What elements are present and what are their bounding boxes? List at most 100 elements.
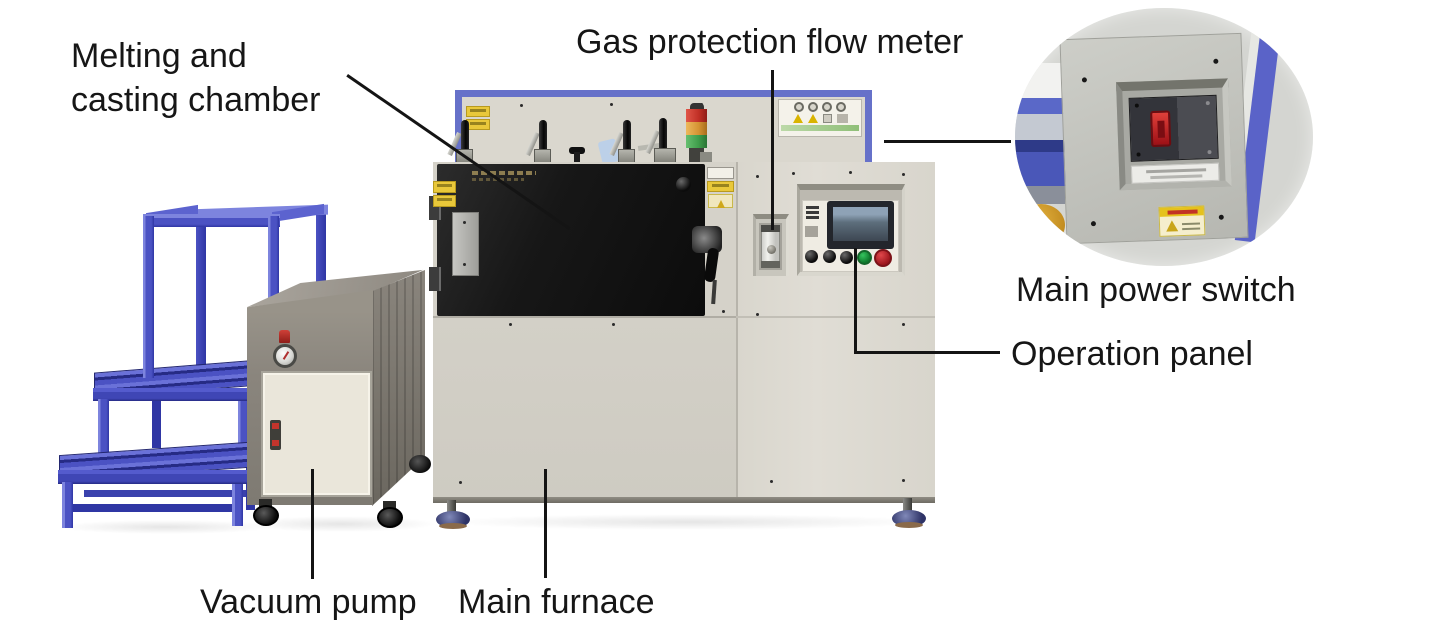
ladder-stretcher: [66, 504, 242, 512]
screw-dot: [520, 104, 523, 107]
selector-knob[interactable]: [805, 250, 818, 263]
blurred-machine-stripe: [1015, 186, 1065, 204]
clamp-handle: [539, 120, 547, 158]
power-rocker-switch[interactable]: [1150, 110, 1172, 148]
door-logo: [472, 171, 536, 175]
latch-stripe: [272, 440, 279, 446]
pressure-gauge: [273, 344, 297, 368]
label-operation-panel: Operation panel: [1011, 335, 1253, 373]
start-button[interactable]: [857, 250, 872, 265]
label-text-line: [1150, 174, 1203, 180]
label-vacuum-pump: Vacuum pump: [200, 583, 417, 621]
ladder-leg: [98, 399, 109, 455]
cert-square-icon: [822, 114, 832, 123]
signal-tower-cap: [690, 103, 704, 109]
caster-wheel: [253, 505, 279, 526]
center-knob-stem: [574, 152, 580, 164]
breaker-label-strip: [1130, 162, 1220, 184]
screw-dot: [1218, 214, 1224, 220]
leader-line-main-furnace: [544, 469, 547, 578]
pump-door-latch[interactable]: [270, 420, 281, 450]
label-melting-chamber-line1: Melting and: [71, 37, 247, 75]
ladder-leg: [238, 401, 249, 453]
warning-triangle-icon: [807, 114, 818, 123]
label-melting-chamber-line2: casting chamber: [71, 81, 321, 119]
warning-sticker: [466, 119, 490, 130]
leader-line-operation-panel-h: [854, 351, 1000, 354]
signal-light-amber: [686, 122, 707, 135]
blurred-machine-stripe: [1015, 140, 1073, 152]
screw-dot: [722, 310, 725, 313]
step-platform-upper-front: [93, 388, 261, 401]
cert-icon: [808, 102, 818, 112]
rocker-slot: [1157, 120, 1165, 138]
warning-sticker: [466, 106, 490, 117]
screw-dot: [610, 103, 613, 106]
blurred-machine-stripe: [1015, 152, 1071, 186]
ladder-rear-leg: [196, 210, 206, 374]
spec-label: [805, 226, 818, 237]
warning-text-line: [1181, 222, 1201, 226]
screw-dot: [459, 481, 462, 484]
ce-mark-icon: [836, 114, 848, 123]
caster-wheel: [377, 507, 403, 528]
screw-dot: [902, 173, 905, 176]
screw-dot: [1207, 150, 1212, 155]
label-text-line: [1146, 168, 1207, 174]
selector-knob[interactable]: [823, 250, 836, 263]
hinge-plate: [452, 212, 479, 276]
floor-shadow: [58, 520, 273, 534]
red-cap: [279, 330, 290, 343]
power-switch-panel: [1059, 32, 1249, 245]
flow-meter-bottom-fitting: [761, 261, 780, 268]
screw-dot: [792, 172, 795, 175]
flow-meter-top-fitting: [761, 225, 780, 232]
door-hinge: [429, 267, 441, 291]
blurred-yellow-object: [1017, 204, 1065, 246]
emergency-stop-button[interactable]: [874, 249, 892, 267]
signal-light-green: [686, 135, 707, 148]
touchscreen[interactable]: [833, 207, 888, 241]
screw-dot: [463, 221, 466, 224]
ladder-rear-leg: [316, 209, 326, 285]
caster-fork: [383, 501, 396, 510]
screw-dot: [770, 480, 773, 483]
ladder-stretcher: [84, 490, 246, 497]
foot-pad-rim: [439, 523, 467, 529]
screw-dot: [1134, 103, 1139, 108]
door-knob: [676, 177, 691, 192]
warning-triangle-icon: [716, 200, 725, 208]
ladder-leg: [62, 482, 73, 528]
floor-shadow: [445, 514, 930, 530]
certification-sticker-panel: [778, 99, 862, 137]
warning-sticker: [707, 181, 734, 192]
melting-chamber-door: [437, 164, 705, 316]
warning-strip: [781, 125, 859, 131]
screw-dot: [902, 479, 905, 482]
warning-triangle-icon: [1165, 220, 1179, 232]
warning-label-header: [1159, 206, 1204, 217]
screw-dot: [1205, 101, 1210, 106]
cert-icon: [836, 102, 846, 112]
info-sticker: [707, 167, 734, 179]
screw-dot: [463, 263, 466, 266]
breaker-box: [1128, 94, 1219, 162]
screw-dot: [1090, 221, 1097, 227]
cert-icon: [794, 102, 804, 112]
screw-dot: [902, 323, 905, 326]
screw-dot: [756, 313, 759, 316]
screw-dot: [1136, 152, 1141, 157]
leader-line-gas-flow-meter: [771, 70, 774, 230]
selector-knob[interactable]: [840, 251, 853, 264]
warning-sticker: [433, 181, 456, 193]
leader-line-operation-panel-v: [854, 248, 857, 354]
furnace-seam: [736, 316, 935, 318]
handrail-leg: [268, 216, 279, 374]
center-knob: [569, 147, 585, 154]
brand-logo: [806, 206, 819, 219]
screw-dot: [1213, 58, 1219, 64]
foot-stem: [903, 498, 912, 512]
main-power-switch-closeup: [1015, 8, 1313, 266]
flow-meter-float: [767, 245, 776, 254]
screw-dot: [509, 323, 512, 326]
